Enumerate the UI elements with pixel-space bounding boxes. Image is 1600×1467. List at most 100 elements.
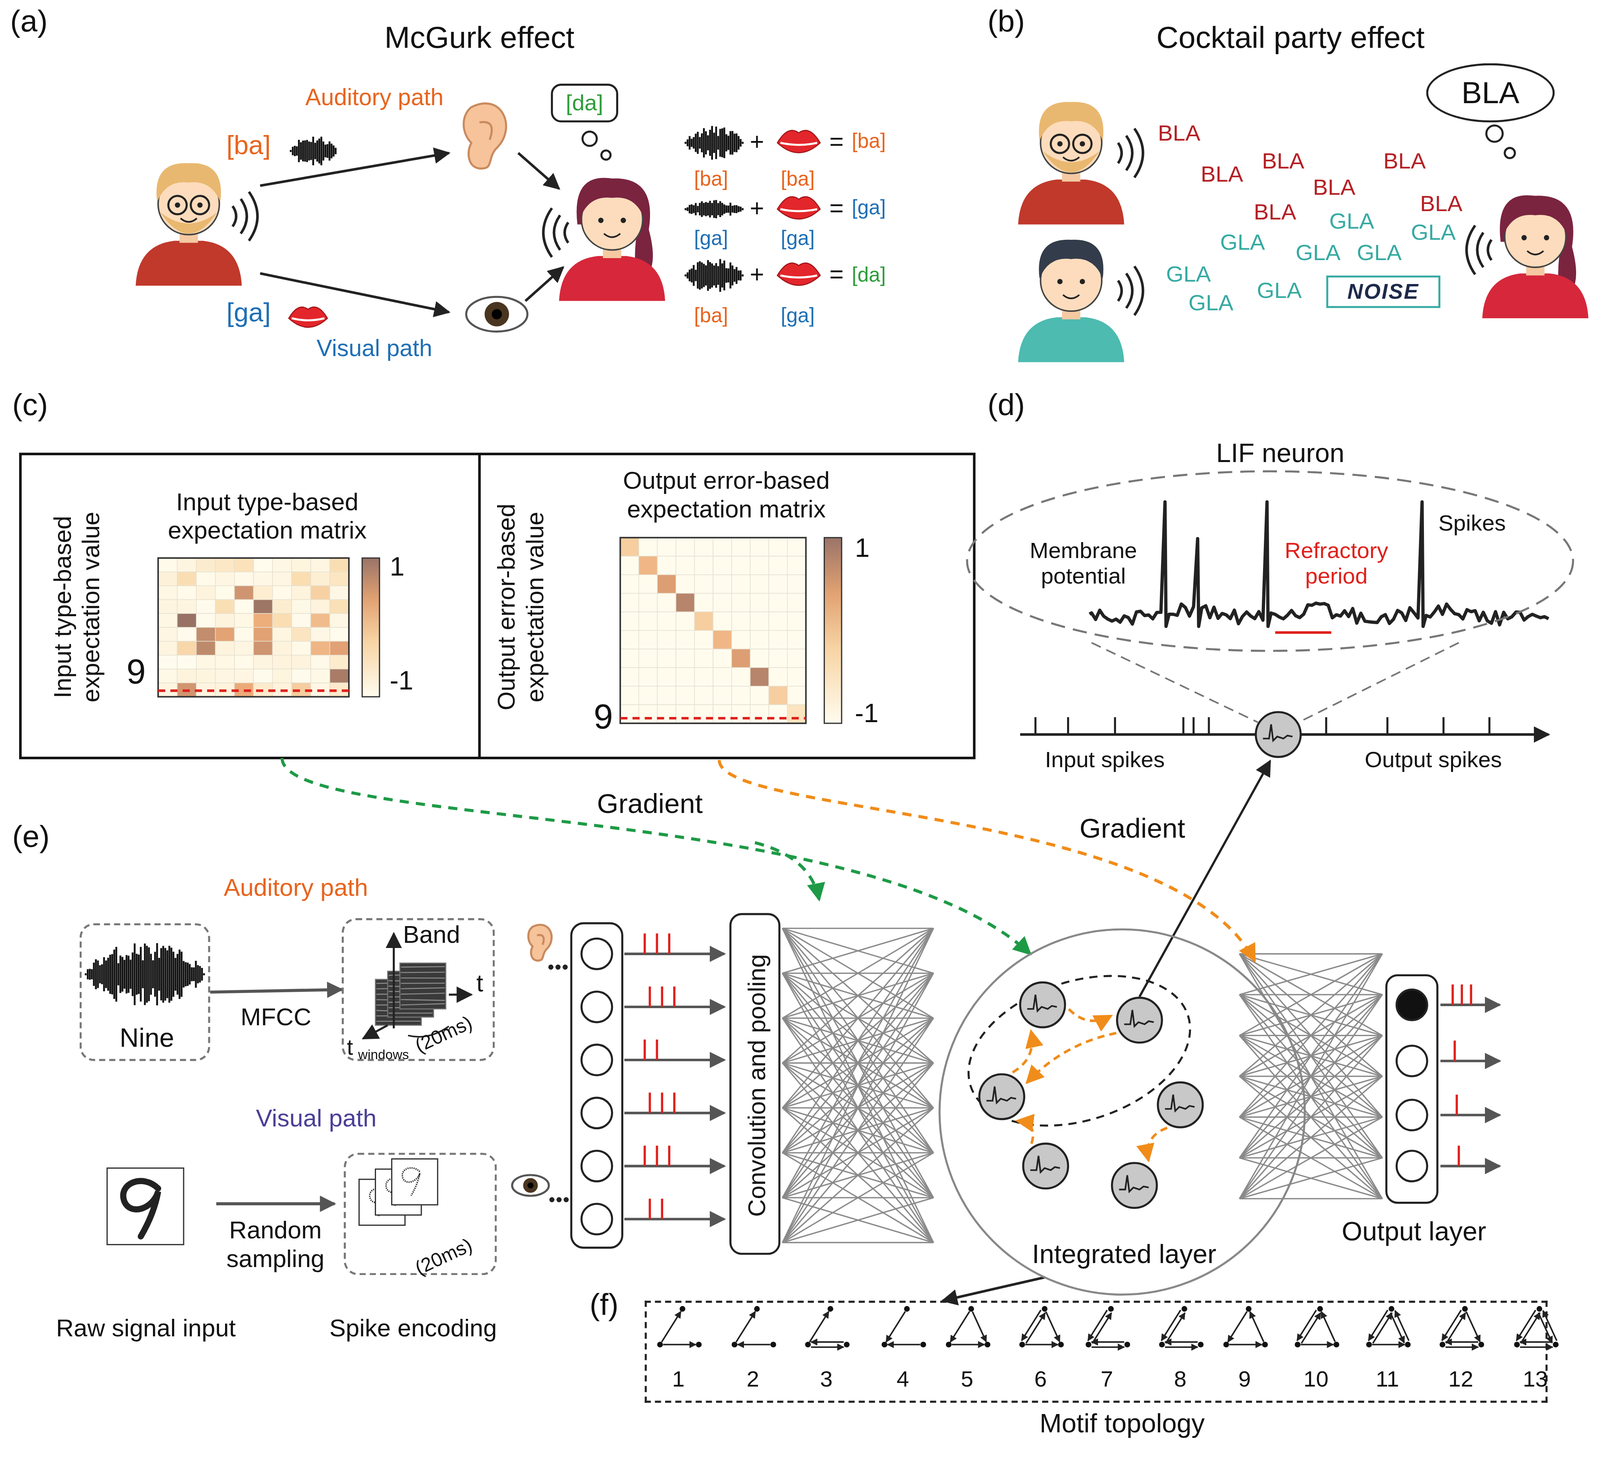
matrix-cell <box>657 611 676 631</box>
label-text: LIF neuron <box>1216 438 1345 470</box>
gradient-arrow <box>719 759 1256 962</box>
matrix-cell <box>272 613 292 628</box>
line-art <box>260 152 449 186</box>
lips-line <box>291 318 325 321</box>
matrix-cell <box>731 704 751 724</box>
matrix-cell <box>272 571 292 586</box>
panel-title: Cocktail party effect <box>1156 20 1425 56</box>
line-art <box>684 141 687 144</box>
ellipsis-dot <box>549 1197 555 1203</box>
motif-node <box>679 1306 686 1312</box>
matrix-cell <box>272 558 292 572</box>
matrix-cell <box>272 627 292 642</box>
shirt <box>1018 179 1125 225</box>
matrix-cell <box>638 556 658 575</box>
line-art <box>715 199 718 219</box>
line-art <box>686 139 689 147</box>
label-text: [ba] <box>851 129 886 153</box>
output-neuron <box>1396 1150 1428 1182</box>
line-art <box>194 960 197 988</box>
neuron-trace <box>1124 1010 1154 1027</box>
line-art <box>701 133 704 153</box>
diagram-node: Nine <box>79 923 211 1062</box>
line-art <box>721 128 724 158</box>
label-text: Auditory path <box>305 83 444 111</box>
line-art <box>141 960 144 989</box>
matrix-cell <box>768 537 788 557</box>
eye-dot <box>1079 141 1085 147</box>
line-art <box>737 270 740 281</box>
matrix-cell <box>177 599 197 614</box>
matrix-cell <box>638 704 658 724</box>
line-art <box>699 202 702 216</box>
matrix-cell <box>196 571 216 586</box>
line-art <box>190 967 193 982</box>
diagram-node: (20ms) <box>343 1152 497 1275</box>
line-art <box>388 1012 433 1014</box>
motif-node <box>827 1306 834 1312</box>
matrix-cell <box>234 627 254 642</box>
line-art <box>401 987 445 989</box>
hair <box>1503 195 1568 236</box>
line-art <box>1386 717 1389 735</box>
line-art <box>729 131 732 155</box>
matrix-cell <box>234 669 254 684</box>
label-text: + <box>749 127 764 156</box>
line-art <box>729 202 732 216</box>
input-neuron <box>581 991 613 1023</box>
label-text: 9 <box>593 696 613 737</box>
matrix-cell <box>310 641 330 656</box>
line-art <box>121 956 124 992</box>
line-art <box>737 206 740 213</box>
line-art <box>782 928 934 974</box>
line-art <box>174 957 177 991</box>
matrix-cell <box>768 611 788 631</box>
motif-node <box>1536 1306 1543 1312</box>
connector <box>210 989 342 992</box>
label-text: Spike encoding <box>329 1314 497 1343</box>
line-art <box>782 928 934 974</box>
line-art <box>697 262 700 289</box>
line-art <box>1239 1035 1383 1199</box>
matrix-cell <box>196 613 216 628</box>
motif-node <box>1513 1341 1520 1348</box>
panel-letter: (d) <box>987 387 1025 423</box>
line-art <box>684 207 687 210</box>
label-text: Random sampling <box>209 1216 342 1273</box>
line-art <box>690 138 693 147</box>
line-art <box>717 203 720 216</box>
motif-node <box>731 1341 738 1348</box>
panel-letter: (f) <box>589 1287 619 1323</box>
line-art <box>782 928 934 1064</box>
matrix-cell <box>750 556 770 575</box>
line-art <box>782 928 934 1064</box>
label-text: 1 <box>854 533 870 565</box>
line-art <box>733 269 736 283</box>
label-text: Visual path <box>255 1103 377 1132</box>
line-art <box>334 147 337 155</box>
label-text: (20ms) <box>411 1011 476 1058</box>
line-art <box>725 134 728 152</box>
line-art <box>146 945 149 1003</box>
input-layer <box>571 923 623 1248</box>
line-art <box>660 1198 664 1219</box>
line-art <box>109 954 112 994</box>
panel-frame <box>20 454 975 758</box>
matrix-cell <box>291 655 311 670</box>
matrix-cell <box>694 686 714 706</box>
line-art <box>99 965 102 984</box>
label-text: Output spikes <box>1364 746 1503 773</box>
label-text: = <box>829 127 844 156</box>
line-art <box>729 262 732 289</box>
matrix-cell <box>768 667 788 687</box>
label-text: 1 <box>389 552 405 583</box>
line-art <box>1466 1311 1481 1342</box>
label-text: 1 <box>672 1365 685 1392</box>
line-art <box>782 928 934 1153</box>
sample-frame <box>391 1159 438 1205</box>
matrix-cell <box>177 585 197 600</box>
matrix-cell <box>694 630 714 650</box>
matrix-cell <box>253 641 273 656</box>
matrix-cell <box>158 585 178 600</box>
motif-node <box>753 1306 760 1312</box>
